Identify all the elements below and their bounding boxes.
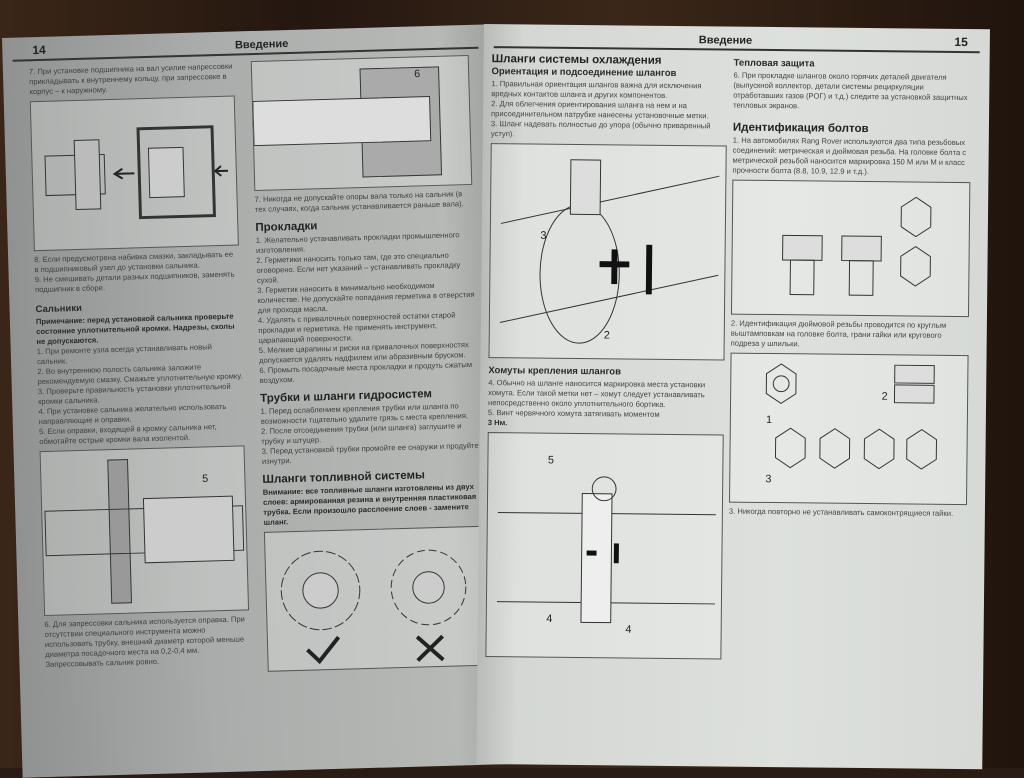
seal-press-figure: 5 bbox=[39, 445, 250, 617]
figure-label: 3 bbox=[765, 473, 771, 485]
paragraph: 3. Никогда повторно не устанавливать сам… bbox=[728, 506, 954, 518]
figure-label: 6 bbox=[414, 68, 420, 80]
warning-note: Внимание: все топливные шланги изготовле… bbox=[262, 481, 477, 527]
subsection-heading: Ориентация и подсоединение шлангов bbox=[491, 66, 677, 80]
right-column-1: Шланги системы охлаждения Ориентация и п… bbox=[485, 50, 727, 663]
right-column-2: Тепловая защита 6. При прокладке шлангов… bbox=[729, 53, 972, 519]
left-column-1: 7. При установке подшипника на вал усили… bbox=[29, 62, 251, 670]
list-item: 2. Для облегчения ориентирования шланга … bbox=[491, 99, 709, 121]
torque-value: 3 Нм. bbox=[487, 418, 508, 428]
header-title: Введение bbox=[234, 38, 289, 52]
subsection-heading: Тепловая защита bbox=[733, 57, 815, 70]
paragraph: 6. Для запрессовки сальника используется… bbox=[44, 614, 245, 670]
paragraph: 7. При установке подшипника на вал усили… bbox=[28, 61, 233, 97]
figure-label: 4 bbox=[625, 624, 631, 636]
left-page: 14 Введение 7. При установке подшипника … bbox=[2, 24, 509, 778]
header-title: Введение bbox=[698, 34, 753, 47]
list-item: 1. Правильная ориентация шлангов важна д… bbox=[491, 79, 702, 100]
right-page: Введение 15 Шланги системы охлаждения Ор… bbox=[476, 24, 990, 770]
list-item: 3. Шланг надевать полностью до упора (об… bbox=[490, 119, 711, 139]
figure-label: 3 bbox=[540, 230, 546, 242]
page-number: 14 bbox=[32, 42, 46, 58]
list-item: 4. Обычно на шланге наносится маркировка… bbox=[487, 378, 706, 409]
paragraph: 7. Никогда не допускайте опоры вала толь… bbox=[254, 189, 464, 215]
bearing-press-figure bbox=[29, 95, 239, 252]
check-icon bbox=[306, 635, 341, 665]
left-column-2: 6 7. Никогда не допускайте опоры вала то… bbox=[250, 51, 486, 676]
figure-label: 5 bbox=[202, 473, 208, 485]
shaft-seal-figure: 6 bbox=[250, 54, 473, 192]
cross-icon bbox=[415, 634, 445, 662]
fuel-hose-figure bbox=[263, 525, 486, 672]
figure-label: 2 bbox=[882, 391, 888, 403]
hose-clamp-figure: 5 4 4 bbox=[485, 432, 724, 660]
section-heading: Шланги системы охлаждения bbox=[491, 53, 662, 67]
subsection-heading: Хомуты крепления шлангов bbox=[488, 365, 621, 378]
metric-bolt-figure bbox=[730, 179, 971, 318]
figure-label: 1 bbox=[766, 414, 772, 426]
note: Примечание: перед установкой сальника пр… bbox=[35, 311, 235, 347]
figure-label: 4 bbox=[546, 613, 552, 625]
section-heading: Идентификация болтов bbox=[732, 121, 869, 136]
paragraph: 9. Не смешивать детали разных подшипнико… bbox=[34, 269, 235, 295]
list-item: 5. Если оправки, входящей в кромку сальн… bbox=[38, 422, 217, 447]
paragraph: 1. На автомобилях Rang Rover используютс… bbox=[732, 135, 967, 177]
page-number: 15 bbox=[954, 34, 968, 50]
paragraph: 6. При прокладке шлангов около горячих д… bbox=[733, 70, 968, 111]
page-header: Введение 15 bbox=[493, 30, 980, 54]
imperial-bolt-figure: 1 2 3 bbox=[729, 352, 969, 506]
figure-label: 5 bbox=[548, 454, 554, 466]
figure-label: 2 bbox=[604, 329, 610, 341]
paragraph: 2. Идентификация дюймовой резьбы проводи… bbox=[730, 318, 947, 349]
